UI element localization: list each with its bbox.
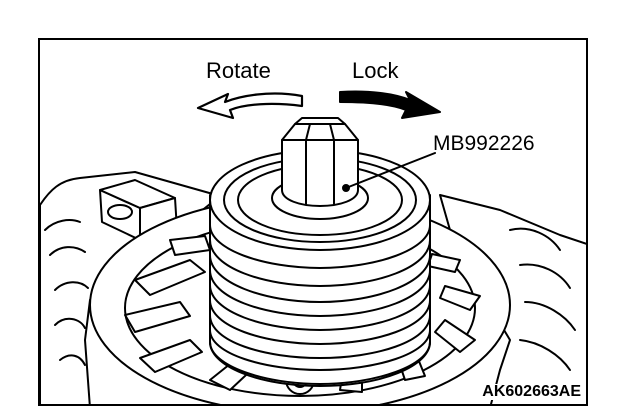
- alternator-pulley-illustration: [40, 90, 586, 404]
- figure-reference-code: AK602663AE: [481, 383, 582, 400]
- hex-bolt-tool: [281, 117, 359, 207]
- tool-leader-dot: [342, 184, 350, 192]
- tool-leader-line: [345, 152, 436, 189]
- lock-arrow: [339, 90, 441, 119]
- tool-part-number-label: MB992226: [433, 132, 535, 155]
- rotate-label: Rotate: [206, 58, 271, 83]
- lock-label: Lock: [352, 58, 399, 83]
- rotate-arrow: [196, 92, 304, 120]
- illustration-frame: Rotate Lock MB992226 AK602663AE: [38, 38, 588, 406]
